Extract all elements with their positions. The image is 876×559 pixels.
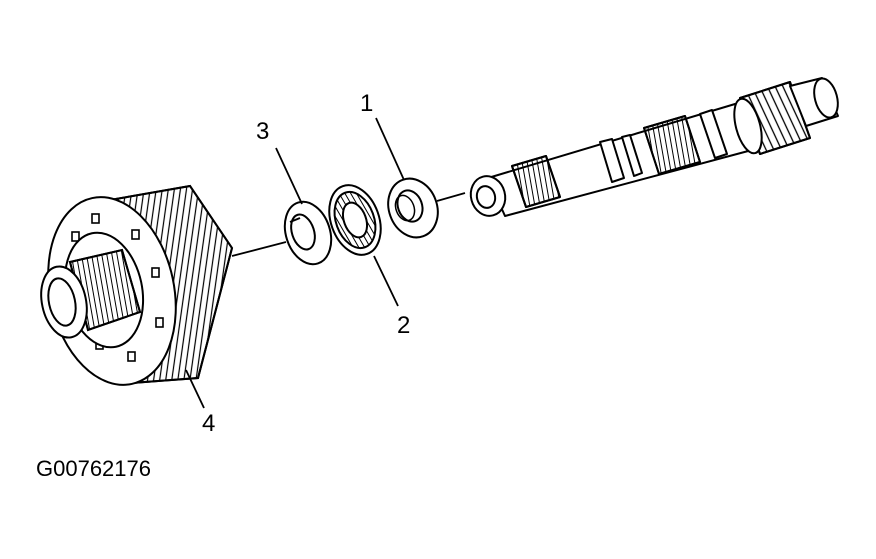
figure-id: G00762176 [36,456,151,481]
leader-callout-2 [373,255,399,307]
callout-2: 2 [397,312,411,339]
planetary-carrier-4 [40,184,234,386]
leader-callout-3 [275,147,303,205]
selective-washer-3 [283,200,333,266]
thrust-washer-1 [387,177,439,239]
callout-3: 3 [256,118,270,145]
callout-4: 4 [202,410,216,437]
leader-lines [185,117,466,409]
callout-1: 1 [360,90,374,117]
thrust-bearing-2 [328,184,382,256]
input-shaft [469,77,839,217]
leader-callout-1 [375,117,405,181]
leader-callout-4 [185,369,205,409]
centerline-carrier-washer3 [231,241,287,257]
centerline-washer1-shaft [436,192,466,202]
